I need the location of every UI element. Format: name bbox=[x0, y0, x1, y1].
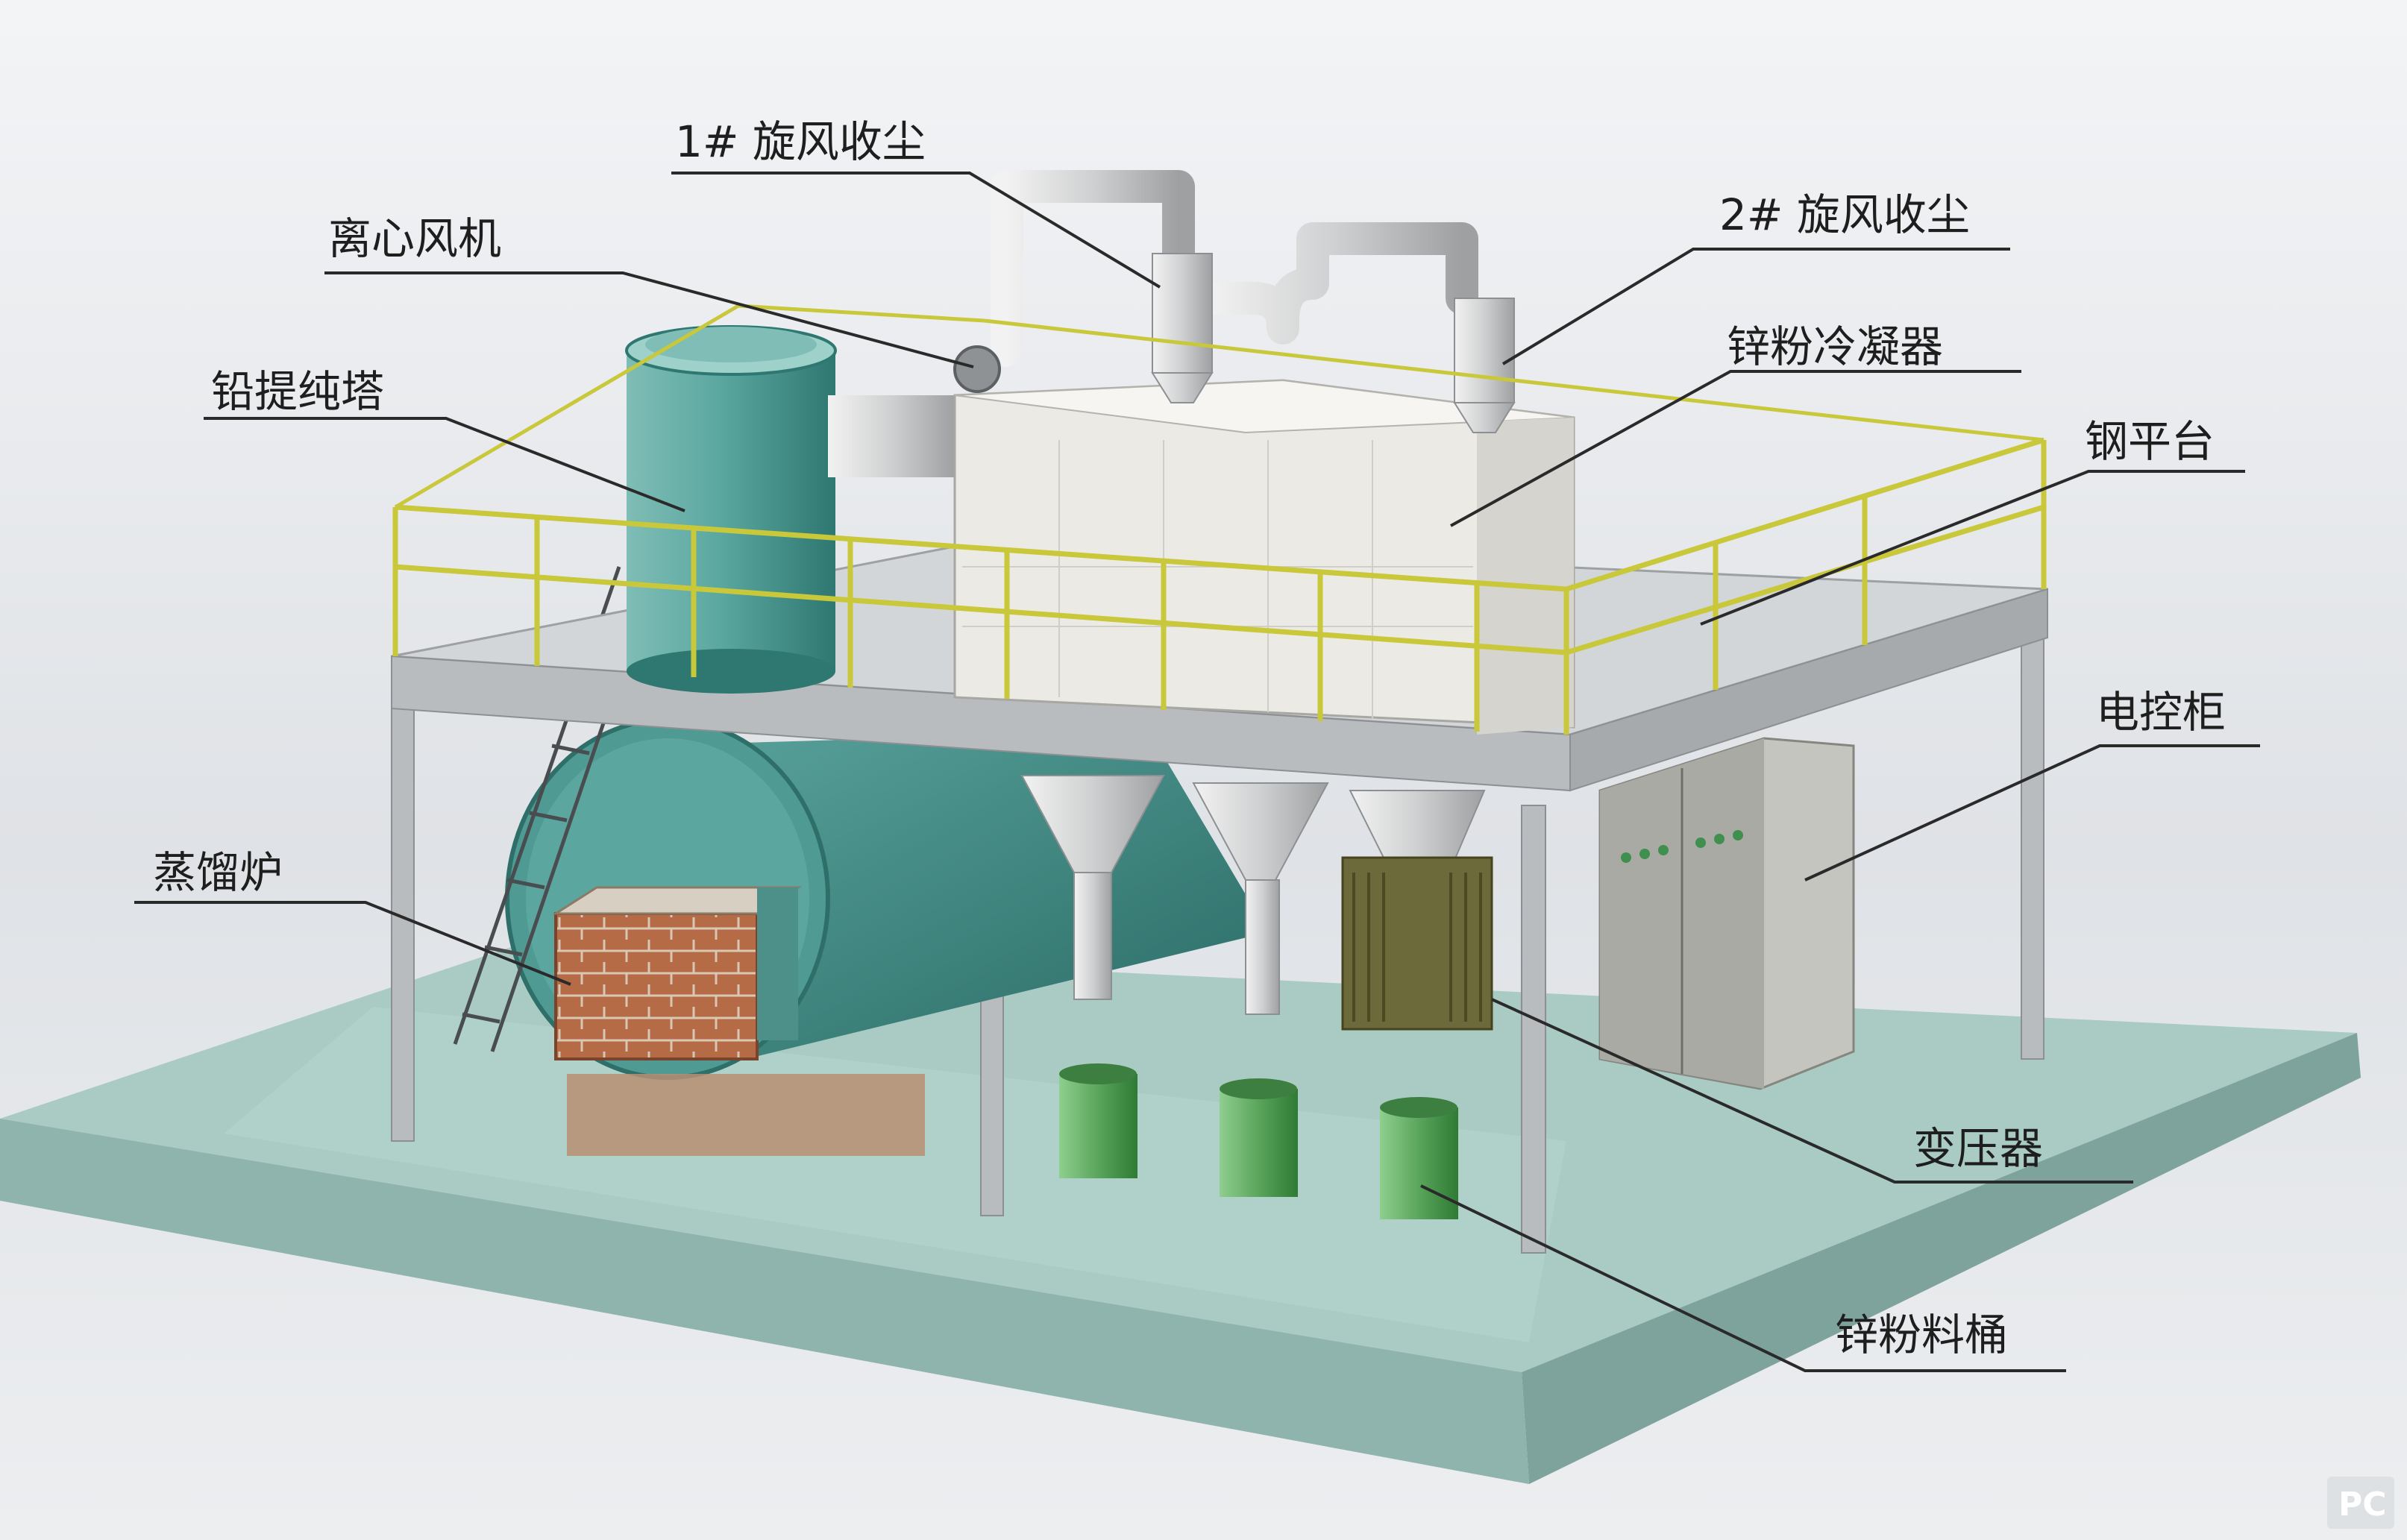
transformer bbox=[1341, 856, 1493, 1031]
label-steel-platform: 钢平台 bbox=[2085, 416, 2215, 467]
cyclones bbox=[1151, 253, 1516, 433]
label-cyclone-2: 2# 旋风收尘 bbox=[1719, 189, 1970, 240]
lead-refining-tower bbox=[625, 325, 955, 694]
label-distillation-furnace: 蒸馏炉 bbox=[153, 847, 283, 898]
watermark-text: PC bbox=[2338, 1486, 2387, 1524]
zinc-buckets bbox=[1059, 1063, 1458, 1219]
leader-furnace bbox=[134, 901, 571, 986]
leader-fan bbox=[324, 271, 974, 368]
label-control-cabinet: 电控柜 bbox=[2096, 687, 2226, 738]
leader-cyclone-2 bbox=[1501, 248, 2010, 365]
callout-labels: 1# 旋风收尘 离心风机 铅提纯塔 2# 旋风收尘 锌粉冷凝器 钢平台 电控柜 … bbox=[153, 116, 2226, 1360]
watermark-logo: PC bbox=[2327, 1477, 2394, 1529]
leader-platform bbox=[1700, 470, 2245, 626]
label-lead-tower: 铅提纯塔 bbox=[211, 366, 384, 417]
leader-cabinet bbox=[1804, 744, 2260, 881]
leader-bucket bbox=[1420, 1184, 2066, 1372]
centrifugal-fan bbox=[953, 345, 1001, 393]
label-zinc-bucket: 锌粉料桶 bbox=[1835, 1310, 2008, 1360]
leader-cyclone-1 bbox=[671, 172, 1161, 289]
leader-lines bbox=[134, 172, 2260, 1372]
leader-transformer bbox=[1491, 998, 2133, 1184]
control-cabinet bbox=[1598, 737, 1855, 1090]
label-centrifugal-fan: 离心风机 bbox=[328, 213, 501, 264]
label-zinc-condenser: 锌粉冷凝器 bbox=[1727, 321, 1943, 372]
label-cyclone-1: 1# 旋风收尘 bbox=[675, 116, 926, 167]
leader-condenser bbox=[1450, 370, 2021, 527]
platform-railing bbox=[392, 304, 2047, 735]
leader-lead-tower bbox=[204, 417, 685, 512]
ducting bbox=[991, 170, 1478, 434]
label-transformer: 变压器 bbox=[1913, 1123, 2043, 1174]
distillation-furnace bbox=[505, 717, 1268, 1156]
zinc-condenser bbox=[953, 379, 1575, 735]
